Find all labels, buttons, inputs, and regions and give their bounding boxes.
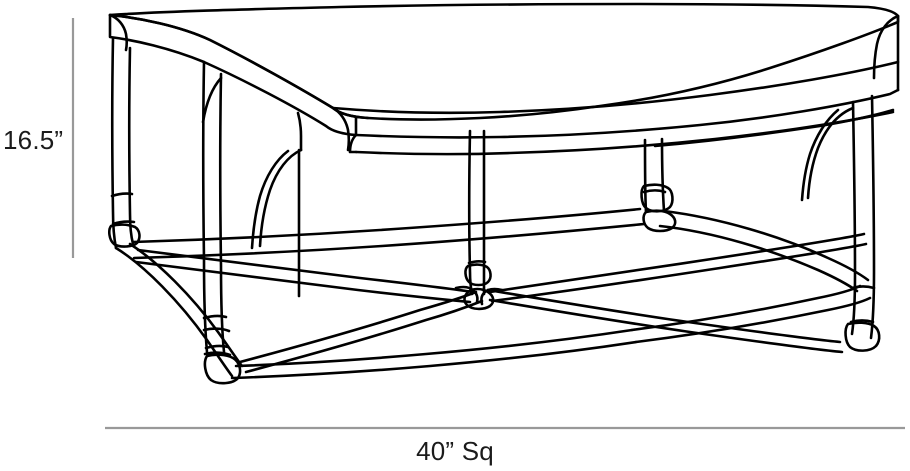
stretcher-rear-to-right-rear xyxy=(662,209,870,282)
right-rear-leg-outer xyxy=(869,94,876,340)
stretcher-center-front-to-right xyxy=(634,296,872,344)
width-dimension-label: 40” Sq xyxy=(416,436,494,466)
curved-corner-brackets xyxy=(201,76,855,250)
center-leg-left-edge xyxy=(467,129,474,296)
binding-wraps xyxy=(108,183,881,385)
wrap-left-rear-bottom xyxy=(108,223,141,248)
center-leg xyxy=(467,129,487,296)
stretcher-left-rear-to-rear-2 xyxy=(132,222,646,260)
brace-left-front-to-center xyxy=(238,290,478,364)
brace-center-to-right-front-2 xyxy=(486,288,842,344)
dimension-lines xyxy=(71,18,905,430)
junction-right-rear-wrap xyxy=(642,209,677,233)
bracket-corner-left-rear xyxy=(201,76,223,124)
wrap-center-leg-foot xyxy=(464,263,492,287)
stretcher-left-rear-to-left-front xyxy=(114,246,234,378)
brace-left-rear-to-center-2 xyxy=(134,260,472,304)
rear-center-leg-right xyxy=(660,137,666,213)
table-top-thickness-left xyxy=(108,13,358,137)
bracket-left-front-inner xyxy=(258,148,303,248)
center-leg-binding xyxy=(467,260,487,265)
stretcher-left-front-to-center-front-2 xyxy=(234,328,634,368)
brace-center-junction-right xyxy=(480,287,504,306)
rear-center-leg-left xyxy=(643,138,648,214)
stretcher-center-front-to-right-2 xyxy=(630,284,862,332)
corner-joint-left-rear xyxy=(108,13,129,52)
wrap-rear-center-leg xyxy=(640,183,674,213)
rear-center-leg xyxy=(642,137,667,214)
stretcher-rear-to-right-rear-2 xyxy=(658,224,859,293)
wrap-right-rear-foot-outline xyxy=(844,321,881,352)
left-rear-leg-inner xyxy=(127,46,135,246)
stretcher-left-front-to-center-front xyxy=(230,340,638,380)
left-rear-leg-binding-bottom xyxy=(111,220,136,226)
wrap-left-front-foot-top xyxy=(202,327,231,333)
brace-center-junction-hub xyxy=(463,287,495,311)
stretcher-left-rear-to-rear xyxy=(131,207,642,244)
base-stretchers xyxy=(114,207,872,380)
cross-braces xyxy=(134,209,868,374)
table-top-front-left-edge xyxy=(108,13,370,120)
right-rear-leg-inner xyxy=(850,100,857,336)
front-left-apron-rail xyxy=(296,111,303,152)
table-top xyxy=(108,2,900,139)
wrap-left-front-foot-outline xyxy=(203,353,242,385)
brace-left-front-to-center-2 xyxy=(244,299,484,374)
right-rear-leg-binding-bottom xyxy=(849,319,875,324)
bracket-right-rear-inner xyxy=(806,106,855,200)
corner-joint-right-rear xyxy=(872,14,900,80)
corner-leg-left-rear xyxy=(110,36,136,250)
bracket-right-rear-outer xyxy=(800,108,840,202)
brace-center-to-right-front xyxy=(488,298,844,354)
table-top-front-face-front xyxy=(354,88,900,139)
table-top-corner-joints xyxy=(108,13,900,152)
table-top-upper-surface xyxy=(108,2,900,121)
height-dimension-label: 16.5” xyxy=(3,125,64,155)
brace-center-to-right-rear-2 xyxy=(490,242,868,303)
bracket-left-front-outer xyxy=(250,149,290,250)
apron-rails xyxy=(296,108,895,156)
front-apron-rail-left-cap xyxy=(348,133,358,154)
left-rear-leg-outer xyxy=(110,36,118,250)
wrap-left-front-foot-bottom xyxy=(203,351,232,357)
brace-left-rear-to-center xyxy=(136,248,474,294)
brace-center-to-right-rear xyxy=(488,232,866,294)
table-top-front-lower-profile xyxy=(331,60,900,115)
rear-center-leg-binding-top xyxy=(642,189,667,194)
brace-center-junction-left xyxy=(454,285,479,304)
table-illustration xyxy=(108,2,900,385)
left-front-leg-inner xyxy=(218,72,226,354)
left-front-leg-binding-lower xyxy=(204,344,230,350)
corner-joint-front xyxy=(331,106,351,152)
left-rear-leg-binding-top xyxy=(110,192,134,198)
stretcher-left-rear-to-left-front-2 xyxy=(128,242,244,368)
